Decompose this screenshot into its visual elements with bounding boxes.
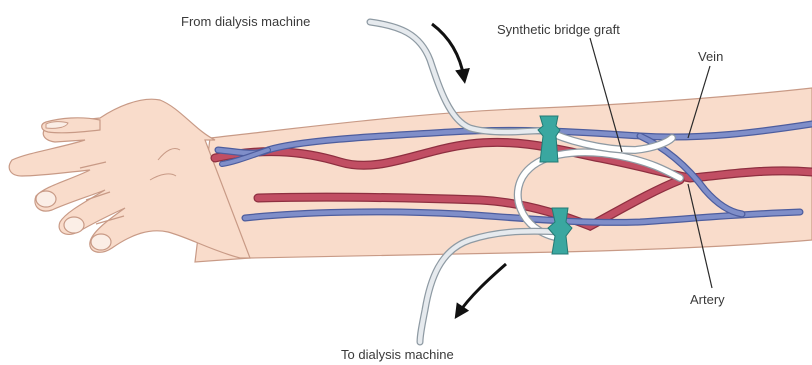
label-artery: Artery (690, 292, 725, 307)
label-vein: Vein (698, 49, 723, 64)
fingernail-1 (36, 191, 56, 207)
label-from-dialysis-machine: From dialysis machine (181, 14, 310, 29)
fingernail-3 (91, 234, 111, 250)
fingernail-2 (64, 217, 84, 233)
label-to-dialysis-machine: To dialysis machine (341, 347, 454, 362)
label-synthetic-bridge-graft: Synthetic bridge graft (497, 22, 620, 37)
flow-arrow-out-icon (458, 264, 506, 314)
